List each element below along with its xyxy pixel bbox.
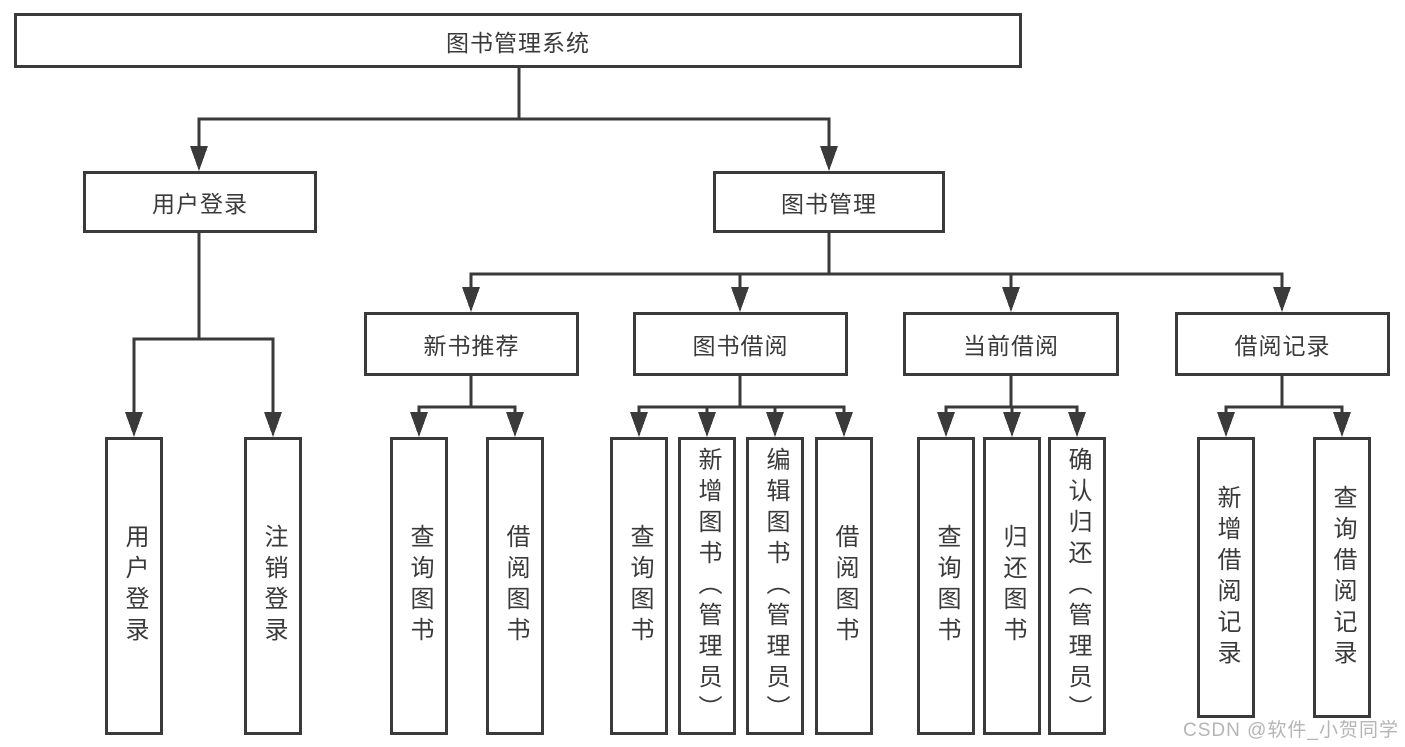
node-borrowing-records: 借阅记录 xyxy=(1175,312,1390,376)
node-leaf-return-books-label: 归还图书 xyxy=(999,524,1026,648)
node-leaf-recommend-borrow-books: 借阅图书 xyxy=(486,437,544,735)
node-leaf-return-books: 归还图书 xyxy=(983,437,1041,735)
node-book-management-label: 图书管理 xyxy=(781,191,877,217)
node-leaf-query-borrow-record-label: 查询借阅记录 xyxy=(1329,484,1356,671)
node-leaf-recommend-query-books: 查询图书 xyxy=(390,437,448,735)
node-leaf-query-borrow-record: 查询借阅记录 xyxy=(1313,437,1371,718)
node-current-borrowing: 当前借阅 xyxy=(903,312,1119,376)
node-leaf-borrow-books-label: 借阅图书 xyxy=(831,524,858,648)
node-leaf-edit-books-admin: 编辑图书（管理员） xyxy=(746,437,804,735)
node-root-library-system: 图书管理系统 xyxy=(14,13,1022,68)
node-borrowing-records-label: 借阅记录 xyxy=(1234,333,1331,359)
node-leaf-borrow-books: 借阅图书 xyxy=(815,437,873,735)
node-user-login-label: 用户登录 xyxy=(152,191,248,217)
arrowheads xyxy=(125,146,1351,437)
node-leaf-add-borrow-record-label: 新增借阅记录 xyxy=(1213,484,1240,671)
node-leaf-add-books-admin: 新增图书（管理员） xyxy=(678,437,736,735)
node-new-book-recommendation: 新书推荐 xyxy=(364,312,579,376)
node-leaf-edit-books-admin-label: 编辑图书（管理员） xyxy=(762,446,789,726)
node-leaf-confirm-return-admin-label: 确认归还（管理员） xyxy=(1064,446,1091,726)
node-leaf-user-login: 用户登录 xyxy=(105,437,163,735)
node-leaf-borrow-query-books-label: 查询图书 xyxy=(626,524,653,648)
node-leaf-current-query-books-label: 查询图书 xyxy=(933,524,960,648)
node-leaf-recommend-query-books-label: 查询图书 xyxy=(406,524,433,648)
node-user-login: 用户登录 xyxy=(83,171,317,233)
node-leaf-current-query-books: 查询图书 xyxy=(917,437,975,735)
node-new-book-recommendation-label: 新书推荐 xyxy=(423,333,520,359)
node-book-borrowing: 图书借阅 xyxy=(633,312,848,376)
node-leaf-logout: 注销登录 xyxy=(244,437,302,735)
node-leaf-logout-label: 注销登录 xyxy=(260,524,287,648)
node-leaf-recommend-borrow-books-label: 借阅图书 xyxy=(502,524,529,648)
node-leaf-confirm-return-admin: 确认归还（管理员） xyxy=(1048,437,1106,735)
node-leaf-user-login-label: 用户登录 xyxy=(121,524,148,648)
csdn-watermark: CSDN @软件_小贺同学 xyxy=(1183,720,1399,741)
node-current-borrowing-label: 当前借阅 xyxy=(963,333,1059,359)
node-book-management: 图书管理 xyxy=(713,171,945,233)
node-book-borrowing-label: 图书借阅 xyxy=(692,333,789,359)
node-root-label: 图书管理系统 xyxy=(446,29,590,56)
node-leaf-borrow-query-books: 查询图书 xyxy=(610,437,668,735)
node-leaf-add-books-admin-label: 新增图书（管理员） xyxy=(694,446,721,726)
node-leaf-add-borrow-record: 新增借阅记录 xyxy=(1197,437,1255,718)
